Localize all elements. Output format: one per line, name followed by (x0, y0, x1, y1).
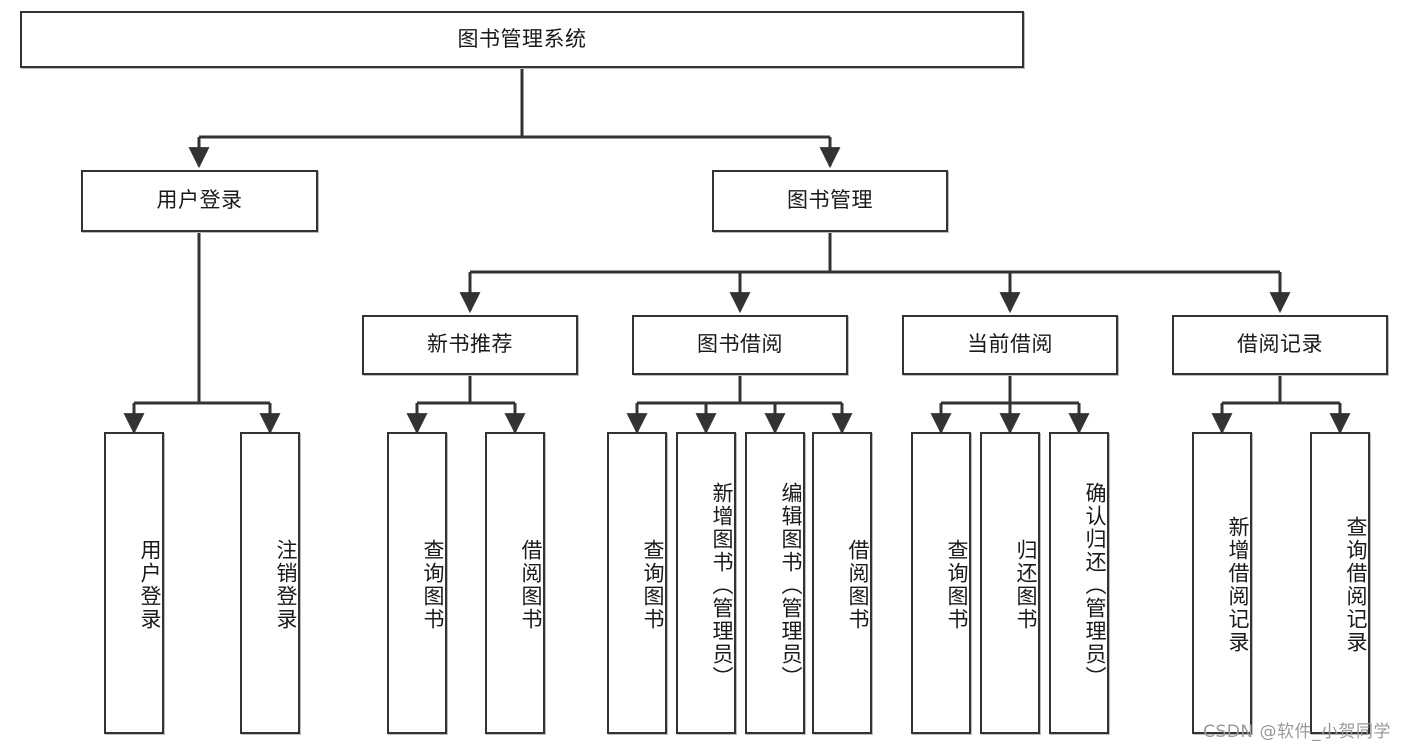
node-label: 确认归还（管理员） (1083, 481, 1107, 689)
leaf-borrow-book[interactable]: 借阅图书 (812, 432, 872, 734)
leaf-add-book-admin[interactable]: 新增图书（管理员） (676, 432, 736, 734)
node-label: 图书借阅 (697, 332, 783, 357)
leaf-user-login[interactable]: 用户登录 (104, 432, 164, 734)
node-label: 借阅图书 (519, 539, 543, 631)
leaf-logout[interactable]: 注销登录 (240, 432, 300, 734)
leaf-confirm-return-admin[interactable]: 确认归还（管理员） (1049, 432, 1109, 734)
node-label: 新书推荐 (427, 332, 513, 357)
node-label: 查询图书 (641, 539, 665, 631)
node-label: 编辑图书（管理员） (779, 481, 803, 689)
node-borrow-record[interactable]: 借阅记录 (1172, 315, 1388, 375)
node-label: 查询图书 (421, 539, 445, 631)
leaf-query-book-recommend[interactable]: 查询图书 (387, 432, 447, 734)
leaf-query-book-current[interactable]: 查询图书 (911, 432, 971, 734)
node-label: 新增借阅记录 (1226, 516, 1250, 654)
node-user-login[interactable]: 用户登录 (81, 170, 318, 232)
leaf-borrow-book-recommend[interactable]: 借阅图书 (485, 432, 545, 734)
node-label: 当前借阅 (967, 332, 1053, 357)
leaf-return-book[interactable]: 归还图书 (980, 432, 1040, 734)
leaf-edit-book-admin[interactable]: 编辑图书（管理员） (745, 432, 805, 734)
node-new-book-recommend[interactable]: 新书推荐 (362, 315, 578, 375)
node-label: 新增图书（管理员） (710, 481, 734, 689)
node-label: 注销登录 (274, 539, 298, 631)
node-label: 用户登录 (138, 539, 162, 631)
node-label: 查询图书 (945, 539, 969, 631)
node-current-borrow[interactable]: 当前借阅 (902, 315, 1118, 375)
node-label: 借阅图书 (846, 539, 870, 631)
node-label: 查询借阅记录 (1344, 516, 1368, 654)
node-label: 归还图书 (1014, 539, 1038, 631)
node-label: 图书管理系统 (457, 26, 587, 51)
node-label: 图书管理 (787, 188, 873, 213)
node-root-system[interactable]: 图书管理系统 (20, 11, 1024, 68)
node-book-management[interactable]: 图书管理 (712, 170, 948, 232)
node-label: 用户登录 (156, 188, 243, 213)
watermark: CSDN @软件_小贺同学 (1203, 722, 1391, 742)
node-label: 借阅记录 (1237, 332, 1323, 357)
leaf-query-borrow-record[interactable]: 查询借阅记录 (1310, 432, 1370, 734)
leaf-query-book-borrow[interactable]: 查询图书 (607, 432, 667, 734)
node-book-borrow[interactable]: 图书借阅 (632, 315, 848, 375)
leaf-add-borrow-record[interactable]: 新增借阅记录 (1192, 432, 1252, 734)
